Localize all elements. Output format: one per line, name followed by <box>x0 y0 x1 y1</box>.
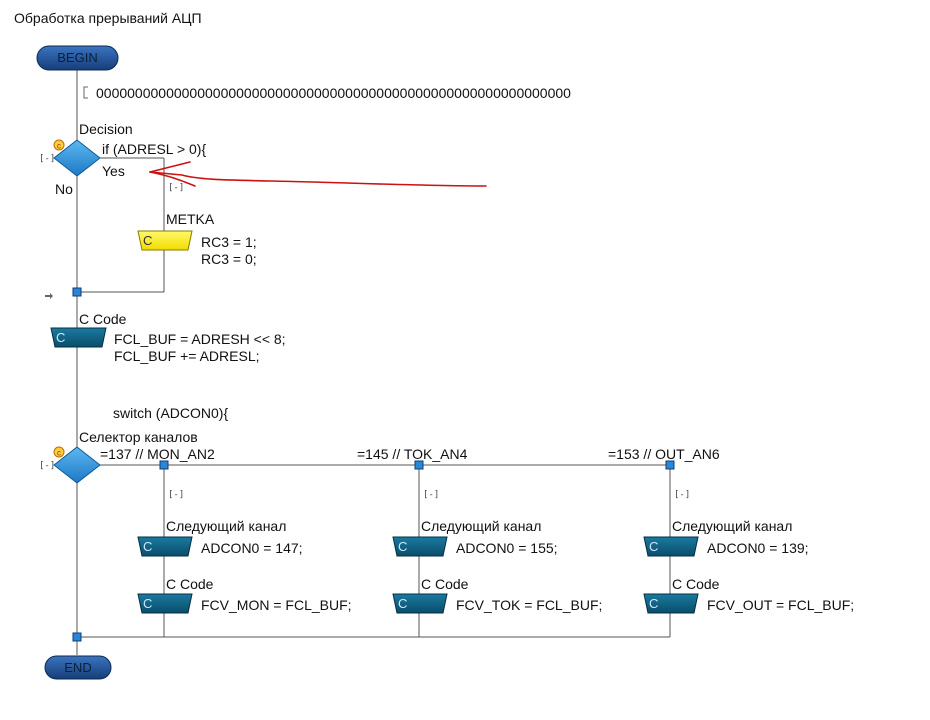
case-1-collapse-toggle[interactable]: [-] <box>168 490 185 500</box>
case-1-next-title: Следующий канал <box>166 518 287 534</box>
decision-yes-label: Yes <box>102 163 125 179</box>
comment-text: 0000000000000000000000000000000000000000… <box>96 85 571 101</box>
switch-diamond[interactable] <box>53 446 101 484</box>
case-1-next-code: ADCON0 = 147; <box>201 540 303 556</box>
case-3-code-glyph: C <box>649 596 659 611</box>
ccode-block[interactable] <box>50 327 107 348</box>
case-2-code-title: C Code <box>421 576 469 592</box>
annotation-arrow <box>149 161 487 187</box>
case-2-next-glyph: C <box>398 539 408 554</box>
case-2-code-block[interactable] <box>392 593 448 614</box>
case-3-next-glyph: C <box>649 539 659 554</box>
switch-collapse-toggle[interactable]: [-] <box>39 461 56 471</box>
metka-line-2: RC3 = 0; <box>201 251 257 267</box>
case-2-next-code: ADCON0 = 155; <box>456 540 558 556</box>
connector-nodes <box>72 287 675 642</box>
case-3-collapse-toggle[interactable]: [-] <box>674 490 691 500</box>
case-1-label: =137 // MON_AN2 <box>100 446 215 462</box>
metka-line-1: RC3 = 1; <box>201 234 257 250</box>
ccode-line-2: FCL_BUF += ADRESL; <box>114 348 260 364</box>
case-3-next-block[interactable] <box>643 536 699 557</box>
case-1-code-block[interactable] <box>137 593 193 614</box>
c-badge-icon: c <box>53 139 65 151</box>
case-2-label: =145 // TOK_AN4 <box>357 446 468 462</box>
decision-diamond[interactable] <box>53 139 101 177</box>
switch-header: switch (ADCON0){ <box>113 405 229 421</box>
case-3-code-title: C Code <box>672 576 720 592</box>
case-1-code-title: C Code <box>166 576 214 592</box>
svg-text:c: c <box>57 449 61 458</box>
begin-terminal[interactable] <box>36 45 119 71</box>
svg-text:c: c <box>57 142 61 151</box>
case-3-label: =153 // OUT_AN6 <box>608 446 720 462</box>
case-2-code: FCV_TOK = FCL_BUF; <box>456 597 603 613</box>
case-3-next-code: ADCON0 = 139; <box>707 540 809 556</box>
decision-collapse-toggle[interactable]: [-] <box>39 154 56 164</box>
metka-title: METKA <box>166 211 215 227</box>
metka-glyph: C <box>143 233 153 248</box>
case-2-next-block[interactable] <box>392 536 448 557</box>
metka-block[interactable] <box>137 230 193 251</box>
decision-title: Decision <box>79 121 133 137</box>
ccode-line-1: FCL_BUF = ADRESH << 8; <box>114 331 286 347</box>
decision-no-label: No <box>55 181 73 197</box>
window-title: Обработка прерываний АЦП <box>14 10 202 26</box>
switch-title: Селектор каналов <box>79 429 198 445</box>
case-1-next-glyph: C <box>143 539 153 554</box>
ccode-title: C Code <box>79 311 127 327</box>
small-arrow-icon <box>45 293 53 299</box>
case-2-code-glyph: C <box>398 596 408 611</box>
decision-condition: if (ADRESL > 0){ <box>102 141 207 157</box>
end-terminal[interactable] <box>44 655 112 680</box>
bracket-icon <box>83 86 88 99</box>
case-3-next-title: Следующий канал <box>672 518 793 534</box>
case-3-code: FCV_OUT = FCL_BUF; <box>707 597 855 613</box>
case-1-next-block[interactable] <box>137 536 193 557</box>
c-badge-icon: c <box>53 446 65 458</box>
yes-branch-collapse-toggle[interactable]: [-] <box>168 183 185 193</box>
ccode-glyph: C <box>56 330 66 345</box>
begin-label: BEGIN <box>57 50 98 65</box>
case-2-collapse-toggle[interactable]: [-] <box>423 490 440 500</box>
case-1-code: FCV_MON = FCL_BUF; <box>201 597 352 613</box>
case-2-next-title: Следующий канал <box>421 518 542 534</box>
end-label: END <box>64 660 92 675</box>
case-1-code-glyph: C <box>143 596 153 611</box>
case-3-code-block[interactable] <box>643 593 699 614</box>
